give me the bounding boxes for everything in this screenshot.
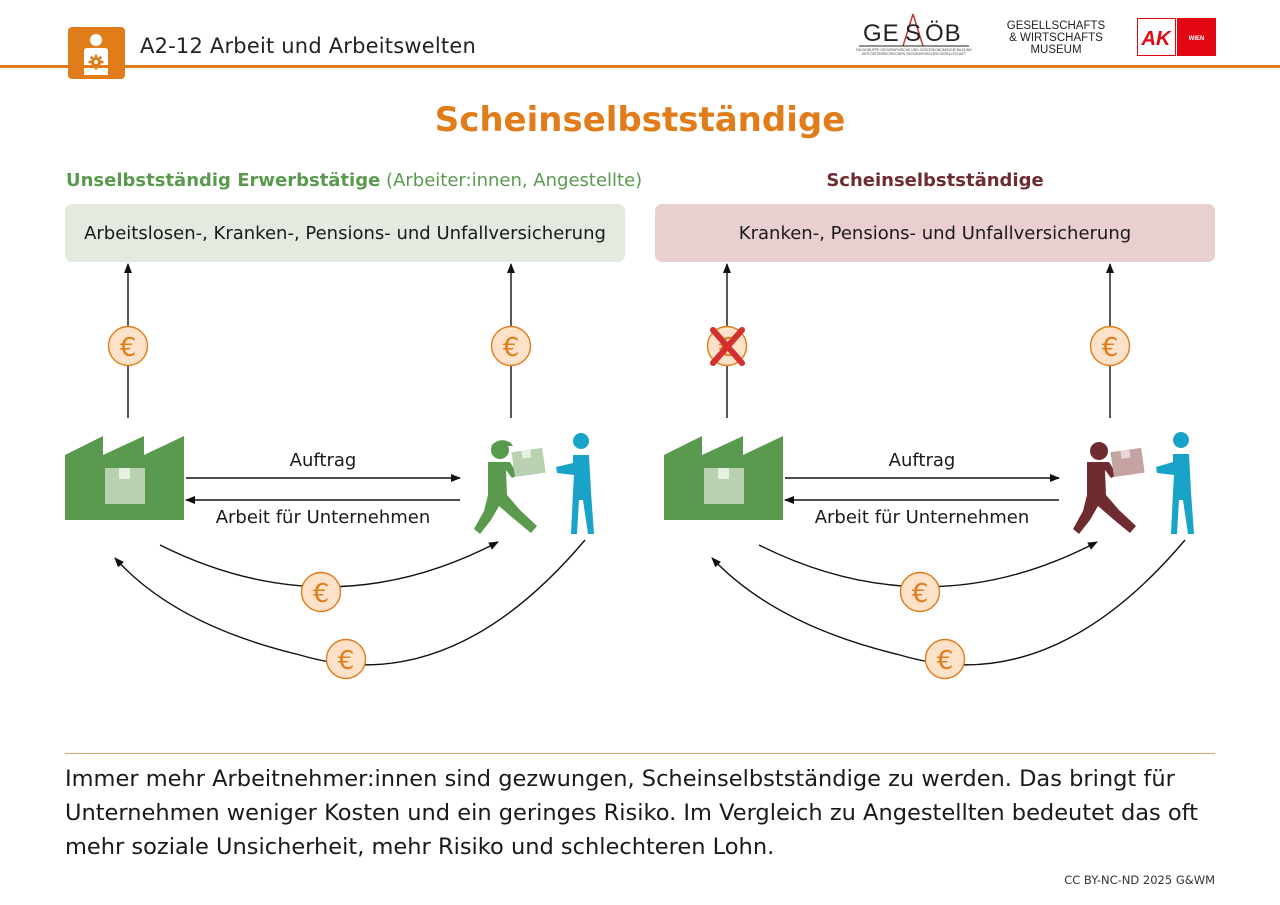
svg-text:GE: GE [863, 20, 900, 47]
bottom-divider [65, 753, 1215, 754]
svg-text:€: € [503, 333, 520, 363]
left-subtitle: Unselbstständig Erwerbstätige (Arbeiter:… [66, 170, 643, 191]
svg-text:S: S [905, 20, 921, 47]
euro-icon: € [924, 638, 966, 680]
insurance-box-employees: Arbeitslosen-, Kranken-, Pensions- und U… [65, 204, 625, 262]
euro-icon: € [300, 571, 342, 613]
header-divider [0, 65, 1280, 68]
left-work-label: Arbeit für Unternehmen [216, 507, 431, 528]
header-title: A2-12 Arbeit und Arbeitswelten [140, 34, 476, 58]
factory-icon [65, 436, 184, 520]
summary-text: Immer mehr Arbeitnehmer:innen sind gezwu… [65, 766, 1199, 860]
page-title: Scheinselbstständige [434, 100, 846, 140]
insurance-box-self-employed: Kranken-, Pensions- und Unfallversicheru… [655, 204, 1215, 262]
svg-text:WIEN: WIEN [1189, 36, 1205, 42]
factory-icon [664, 436, 783, 520]
right-work-label: Arbeit für Unternehmen [815, 507, 1030, 528]
gesob-logo: GE S ÖB FACHGRUPPE GEOGRAPHISCHE UND SOZ… [856, 13, 972, 56]
left-order-label: Auftrag [290, 450, 357, 471]
svg-text:AK: AK [1141, 28, 1172, 50]
right-subtitle: Scheinselbstständige [826, 170, 1044, 191]
svg-text:€: € [313, 579, 330, 609]
svg-text:FACHGRUPPE GEOGRAPHISCHE UND S: FACHGRUPPE GEOGRAPHISCHE UND SOZIOÖKONOM… [856, 48, 972, 52]
customer-icon [556, 433, 594, 534]
svg-text:€: € [912, 579, 929, 609]
euro-icon: € [490, 325, 532, 367]
customer-icon [1156, 432, 1194, 534]
right-order-label: Auftrag [889, 450, 956, 471]
right-payment-from-customer-arrow [711, 539, 1186, 666]
svg-text:DER ÖSTERREICHISCHEN GEOGRAPHI: DER ÖSTERREICHISCHEN GEOGRAPHISCHEN GESE… [862, 52, 966, 56]
left-payment-from-customer-arrow [114, 539, 586, 666]
euro-icon: € [899, 571, 941, 613]
euro-icon: € [1089, 325, 1131, 367]
svg-text:€: € [1102, 333, 1119, 363]
employee-worker-icon [474, 440, 546, 534]
crossed-euro-icon: € [706, 325, 748, 367]
self-employed-worker-icon [1073, 442, 1145, 534]
svg-text:€: € [338, 646, 355, 676]
euro-icon: € [325, 638, 367, 680]
license-credit: CC BY-NC-ND 2025 G&WM [1064, 873, 1215, 887]
svg-text:€: € [120, 333, 137, 363]
museum-logo: GESELLSCHAFTS & WIRTSCHAFTS MUSEUM [1006, 20, 1106, 56]
svg-text:€: € [937, 646, 954, 676]
svg-text:ÖB: ÖB [925, 20, 962, 47]
ak-wien-logo: AK WIEN [1137, 18, 1216, 56]
euro-icon: € [107, 325, 149, 367]
